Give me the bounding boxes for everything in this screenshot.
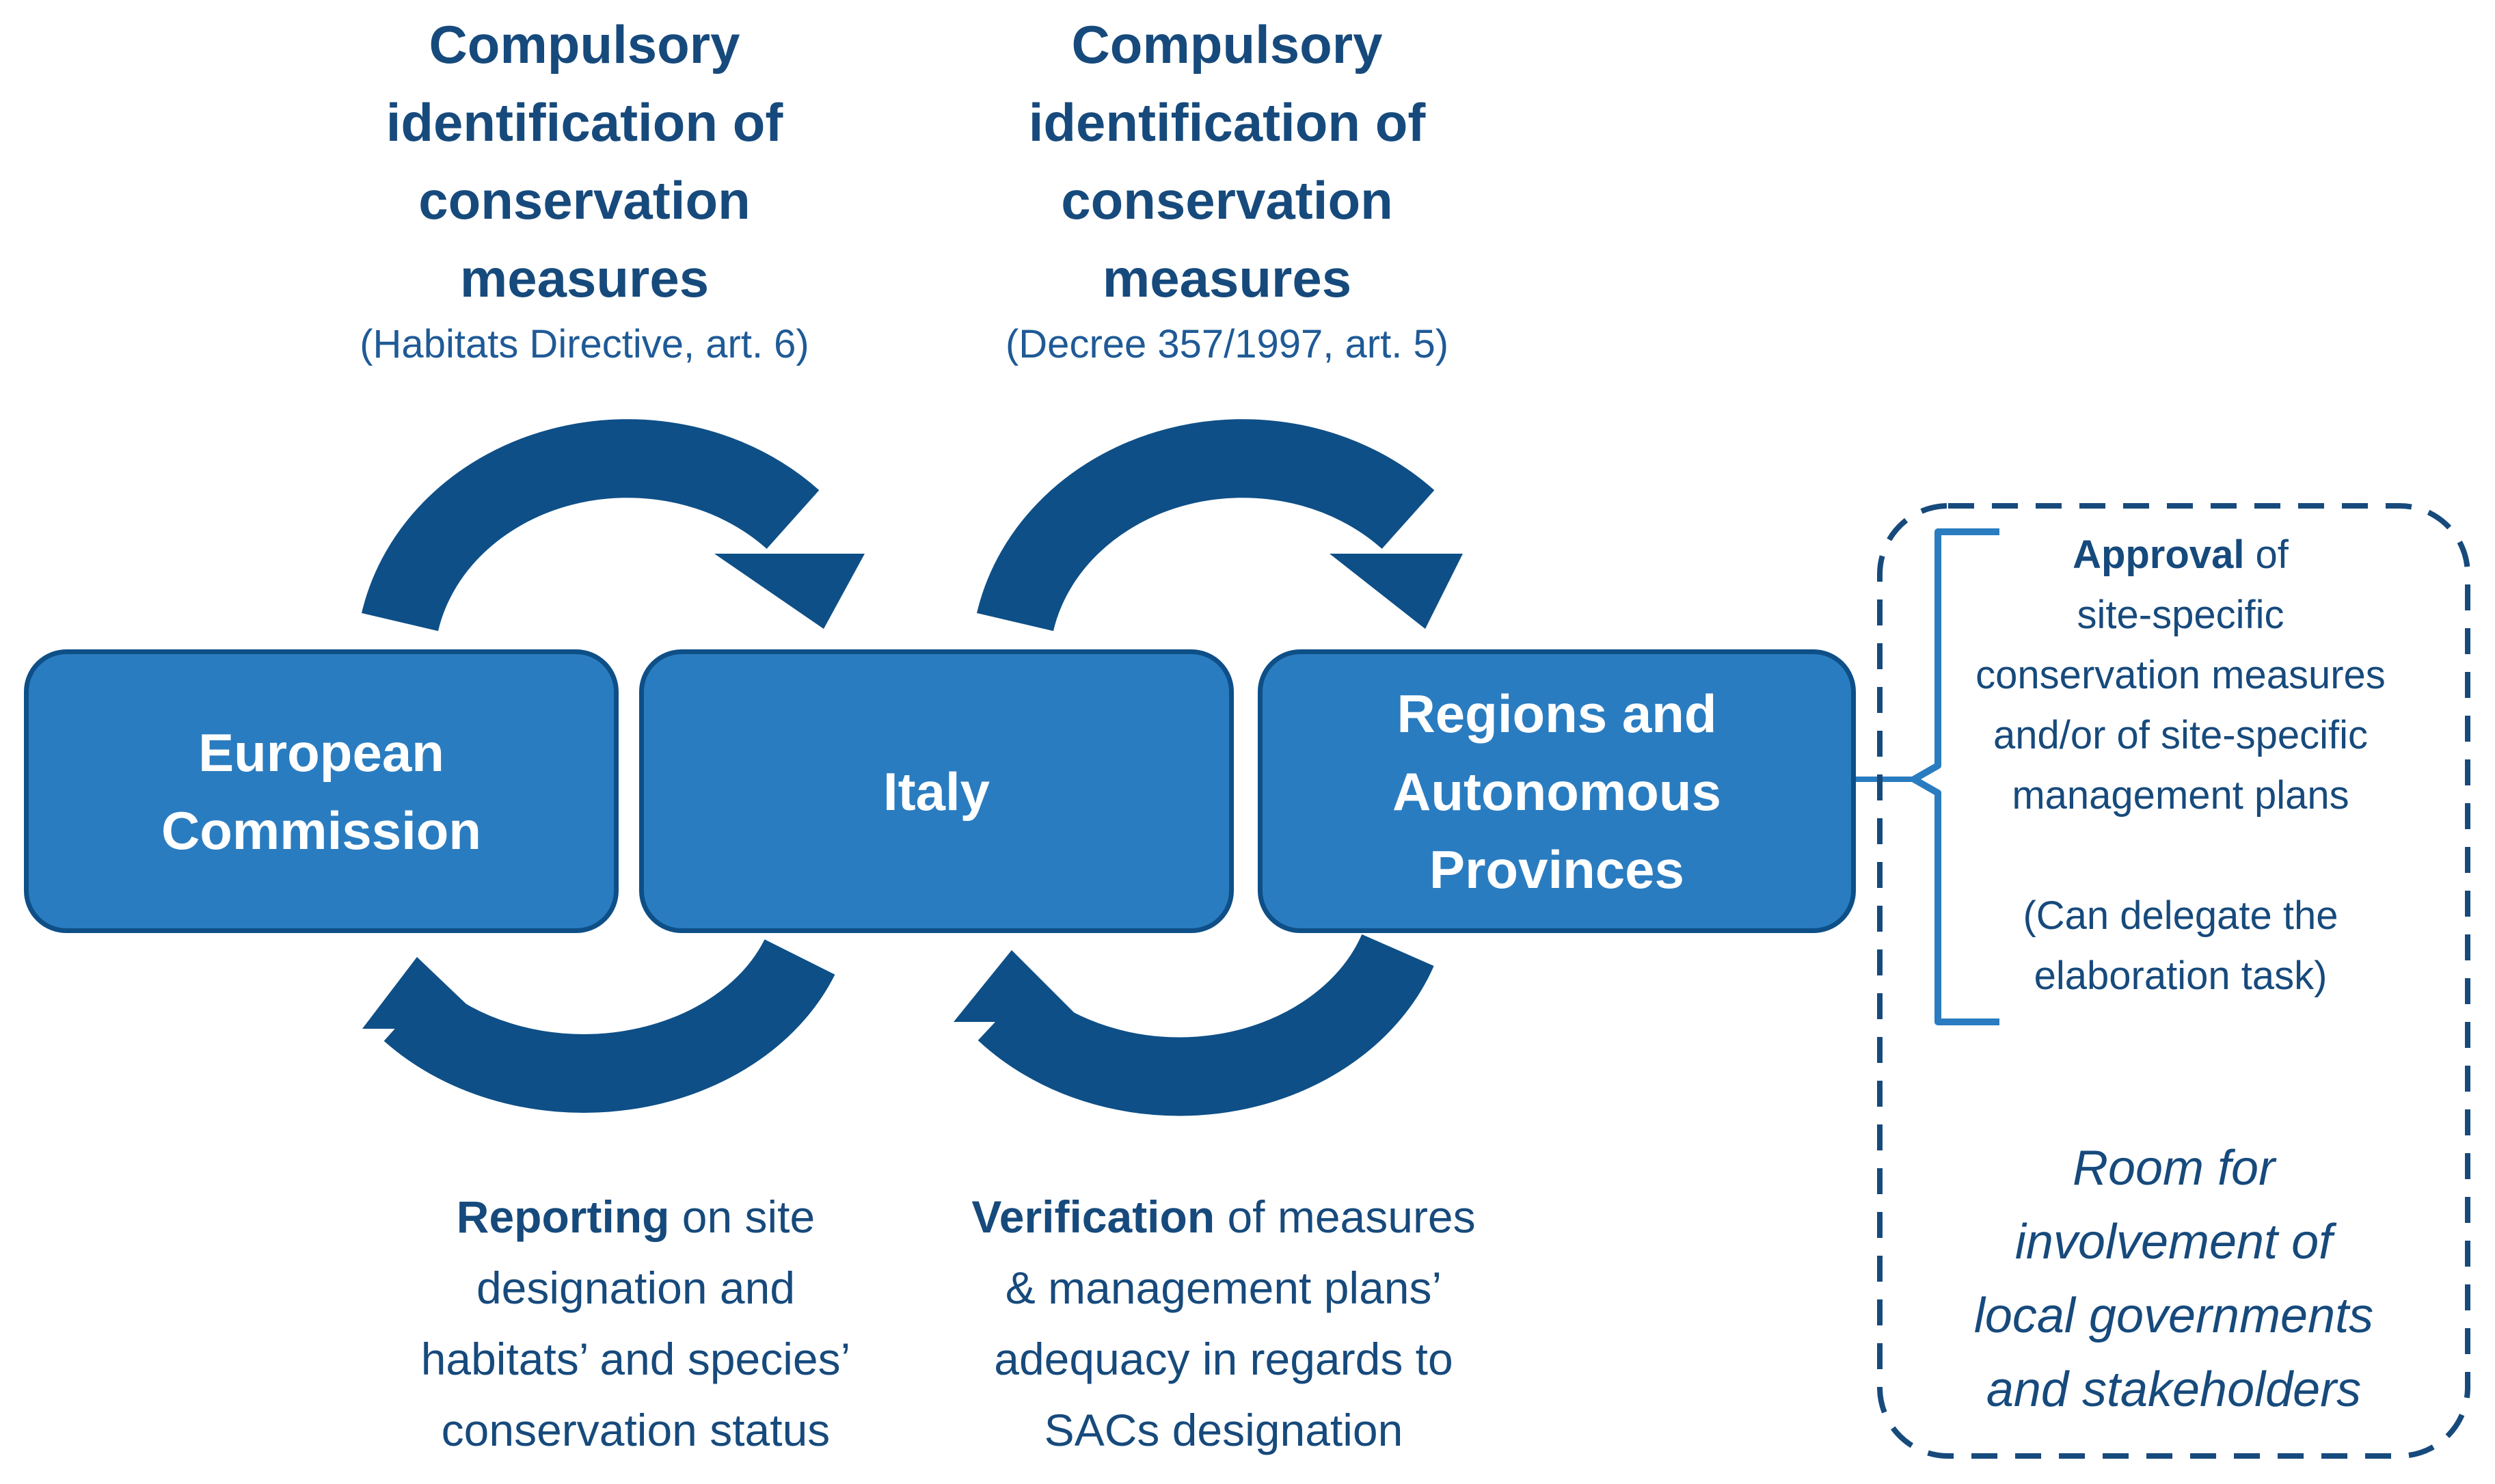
- italy-label: Italy: [882, 761, 990, 822]
- room-for-involvement-text: Room for involvement of local government…: [1973, 1141, 2374, 1417]
- arrow-regions-to-italy: [954, 934, 1434, 1116]
- top-right-heading: Compulsory identification of conservatio…: [1028, 14, 1426, 308]
- top-right-heading-group: Compulsory identification of conservatio…: [936, 5, 1518, 372]
- arrow-ec-to-italy: [362, 419, 865, 632]
- reporting-caption: Reporting on site designation and habita…: [420, 1191, 851, 1455]
- italy-box: Italy: [639, 649, 1234, 933]
- brace: [1911, 528, 1999, 1025]
- approval-text: Approval of site-specific conservation m…: [1975, 532, 2386, 998]
- regions-label: Regions and Autonomous Provinces: [1392, 683, 1721, 900]
- top-left-heading: Compulsory identification of conservatio…: [386, 14, 783, 308]
- top-right-reference: (Decree 357/1997, art. 5): [1005, 322, 1449, 366]
- regions-box: Regions and Autonomous Provinces: [1258, 649, 1856, 933]
- arrow-italy-to-ec: [362, 939, 835, 1113]
- european-commission-box: European Commission: [24, 649, 619, 933]
- verification-caption: Verification of measures & management pl…: [971, 1191, 1476, 1455]
- european-commission-label: European Commission: [161, 722, 482, 861]
- arrow-italy-to-regions: [977, 419, 1463, 632]
- top-left-heading-group: Compulsory identification of conservatio…: [294, 5, 875, 372]
- side-panel-border: [1877, 503, 2470, 1459]
- top-left-reference: (Habitats Directive, art. 6): [360, 322, 809, 366]
